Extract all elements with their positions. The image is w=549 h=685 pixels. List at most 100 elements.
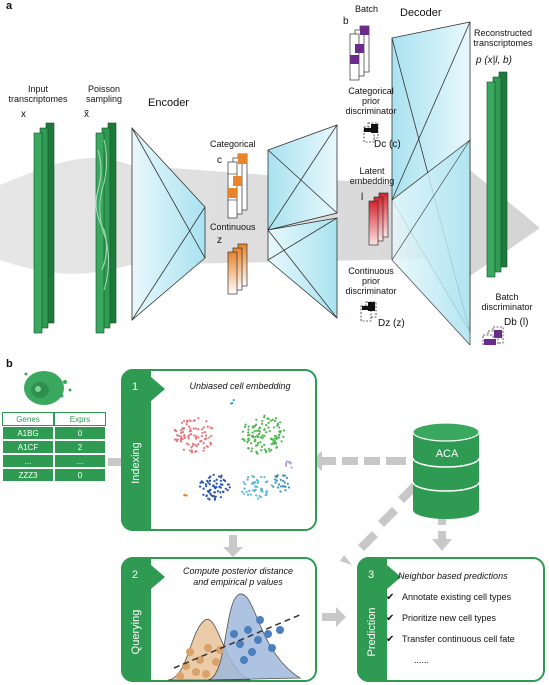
prediction-item-label: Transfer continuous cell fate bbox=[402, 634, 515, 644]
gene-cell: ZZZ3 bbox=[2, 468, 54, 482]
panel-b-letter: b bbox=[6, 358, 13, 370]
query-dot bbox=[192, 668, 200, 676]
embedding-dot bbox=[202, 449, 205, 452]
query-dot bbox=[268, 644, 276, 652]
table-row: A1BG 0 bbox=[2, 426, 106, 440]
embedding-dot bbox=[190, 449, 193, 452]
continuous-discriminator-icon bbox=[360, 301, 377, 322]
embedding-dot bbox=[263, 434, 266, 438]
embedding-dot bbox=[198, 485, 202, 488]
embedding-dot bbox=[247, 425, 250, 428]
embedding-dot bbox=[252, 475, 256, 479]
embedding-dot bbox=[204, 483, 208, 486]
continuous-discriminator-symbol: Dz (z) bbox=[378, 318, 405, 329]
reconstruction-symbol: p (x|l, b) bbox=[476, 55, 512, 66]
prediction-tab-notch bbox=[387, 565, 401, 589]
prediction-side-label: Prediction bbox=[366, 607, 378, 657]
embedding-dot bbox=[276, 474, 279, 477]
embedding-dot bbox=[251, 447, 254, 450]
embedding-dot bbox=[179, 429, 183, 432]
batch-vector bbox=[349, 25, 370, 81]
embedding-dot bbox=[209, 492, 212, 495]
discriminator-networks bbox=[267, 124, 338, 319]
querying-step-number: 2 bbox=[132, 569, 139, 581]
embedding-dot bbox=[254, 435, 257, 438]
embedding-dot bbox=[211, 494, 214, 498]
query-dot bbox=[276, 626, 284, 634]
embedding-dot bbox=[275, 446, 278, 449]
embedding-dot bbox=[271, 418, 274, 421]
prediction-ellipsis: ...... bbox=[414, 655, 430, 665]
database-icon bbox=[412, 422, 480, 519]
embedding-dot bbox=[273, 478, 277, 481]
embedding-dot bbox=[202, 487, 205, 490]
embedding-dot bbox=[189, 432, 193, 436]
embedding-dot bbox=[267, 426, 270, 429]
embedding-dot bbox=[270, 443, 273, 446]
query-dot bbox=[212, 658, 220, 666]
embedding-dot bbox=[259, 489, 263, 492]
reconstructed-bars bbox=[486, 71, 508, 278]
embedding-dot bbox=[256, 443, 259, 447]
continuous-prior-discriminator-label: Continuous prior discriminator bbox=[345, 266, 397, 296]
embedding-dot bbox=[247, 428, 250, 431]
embedding-dot bbox=[272, 426, 275, 429]
embedding-dot bbox=[207, 490, 210, 494]
embedding-dot bbox=[205, 485, 208, 488]
embedding-dot bbox=[208, 479, 212, 482]
embedding-dot bbox=[209, 441, 212, 444]
querying-tab-notch bbox=[151, 565, 165, 589]
embedding-dot bbox=[197, 417, 200, 420]
embedding-dot bbox=[243, 438, 246, 441]
query-dot bbox=[254, 636, 262, 644]
embedding-dot bbox=[213, 498, 217, 501]
embedding-dot bbox=[283, 481, 286, 484]
batch-discriminator-icon bbox=[482, 326, 504, 345]
query-dot bbox=[264, 630, 272, 638]
embedding-dot bbox=[251, 431, 254, 434]
encoder-network bbox=[131, 126, 206, 321]
panel-a-architecture bbox=[0, 21, 540, 345]
embedding-dot bbox=[187, 435, 190, 438]
embedding-dot bbox=[208, 436, 211, 439]
embedding-dot bbox=[230, 402, 233, 405]
embedding-dot bbox=[267, 421, 270, 424]
prediction-item-label: Prioritize new cell types bbox=[402, 613, 497, 623]
embedding-dot bbox=[254, 481, 257, 484]
embedding-dot bbox=[186, 419, 189, 422]
embedding-dot bbox=[203, 438, 207, 441]
embedding-dot bbox=[197, 443, 200, 446]
embedding-dot bbox=[199, 440, 202, 443]
embedding-dot bbox=[213, 485, 216, 488]
decoder-label: Decoder bbox=[400, 7, 442, 19]
embedding-dot bbox=[199, 481, 202, 484]
column-header-exprs: Exprs bbox=[54, 412, 106, 426]
query-dot bbox=[244, 626, 252, 634]
embedding-dot bbox=[188, 430, 191, 433]
indexing-title: Unbiased cell embedding bbox=[189, 381, 291, 391]
embedding-dot bbox=[268, 430, 271, 433]
embedding-dot bbox=[270, 484, 273, 487]
embedding-dot bbox=[272, 441, 275, 444]
embedding-dot bbox=[228, 486, 231, 489]
embedding-dot bbox=[191, 444, 194, 447]
embedding-dot bbox=[182, 448, 185, 451]
decoder-network bbox=[391, 21, 471, 345]
embedding-dot bbox=[263, 448, 266, 451]
embedding-dot bbox=[253, 429, 256, 433]
input-transcriptomes-label: Input transcriptomes bbox=[8, 84, 68, 104]
embedding-dot bbox=[260, 422, 264, 425]
embedding-dot bbox=[289, 462, 292, 465]
embedding-dot bbox=[250, 442, 253, 445]
embedding-dot bbox=[247, 476, 250, 479]
embedding-dot bbox=[253, 424, 256, 428]
table-row: A1CF 2 bbox=[2, 440, 106, 454]
embedding-dot bbox=[252, 425, 255, 428]
embedding-dot bbox=[282, 429, 286, 432]
querying-title-line-2: and empirical p values bbox=[193, 577, 283, 587]
embedding-dot bbox=[200, 480, 203, 483]
query-dot bbox=[240, 656, 248, 664]
embedding-dot bbox=[179, 440, 183, 443]
embedding-dot bbox=[177, 434, 181, 437]
embedding-dot bbox=[277, 433, 280, 437]
